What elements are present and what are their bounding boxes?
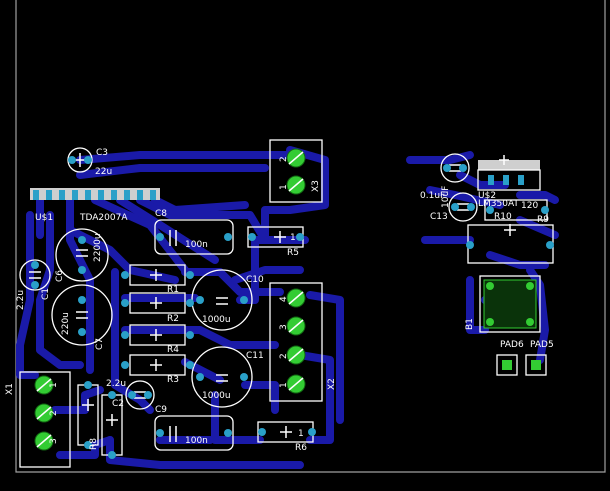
label-c9-val: 100n: [185, 436, 208, 446]
pads: [31, 156, 554, 459]
terminal-screws: [34, 148, 306, 451]
label-c6-val: 2200u: [93, 233, 103, 262]
label-x3-pin2: 2: [279, 156, 289, 162]
label-x1-pin3: 3: [49, 438, 59, 444]
label-c11-val: 1000u: [202, 391, 231, 401]
label-c9: C9: [155, 405, 167, 415]
label-r4: R4: [167, 345, 179, 355]
label-c13-val: 10uF: [441, 186, 451, 208]
label-c3: C3: [96, 148, 108, 158]
label-r10-val: 120: [521, 201, 538, 211]
label-r3: R3: [167, 375, 179, 385]
label-c3-val: 22u: [95, 167, 112, 177]
label-x2-pin3: 3: [279, 324, 289, 330]
label-us1: U$1: [35, 213, 53, 223]
label-x2-pin1: 1: [279, 382, 289, 388]
label-c10-val: 1000u: [202, 315, 231, 325]
label-r5: R5: [287, 248, 299, 258]
label-us2: U$2: [478, 191, 496, 201]
label-x3-pin1: 1: [279, 184, 289, 190]
label-x2-pin4: 4: [279, 296, 289, 302]
label-r5-pin: 1: [290, 233, 296, 243]
label-c10: C10: [246, 275, 264, 285]
label-c7-val: 220u: [61, 312, 71, 335]
label-r6: R6: [295, 443, 307, 453]
label-c8-val: 100n: [185, 240, 208, 250]
label-c2-val: 2.2u: [106, 379, 126, 389]
label-pad5: PAD5: [530, 340, 554, 350]
label-r2: R2: [167, 314, 179, 324]
label-r9: R9: [537, 215, 549, 225]
component-symbols: [29, 153, 516, 442]
label-b1: B1: [465, 318, 475, 330]
label-c13: C13: [430, 212, 448, 222]
label-c12-val: 0.1uF: [420, 191, 445, 201]
label-x2-pin2: 2: [279, 353, 289, 359]
label-r10: R10: [494, 212, 512, 222]
label-x2: X2: [327, 378, 337, 390]
label-r1: R1: [167, 285, 179, 295]
label-r6-pin: 1: [298, 429, 304, 439]
b1-bridge: [483, 279, 541, 370]
silkscreen-labels: C3 22u U$1 TDA2007A C8 100n 1 R5 C6 2200…: [5, 148, 554, 453]
label-x1: X1: [5, 383, 15, 395]
label-x3: X3: [311, 180, 321, 192]
label-r8: R8: [89, 438, 99, 450]
label-c1: C1: [41, 288, 51, 300]
label-tda: TDA2007A: [79, 213, 128, 223]
label-lm: LM350AT: [478, 199, 519, 209]
label-c1-val: 2.2u: [16, 290, 26, 310]
label-x1-pin1: 1: [49, 382, 59, 388]
label-c2: C2: [112, 399, 124, 409]
label-x1-pin2: 2: [49, 410, 59, 416]
label-c6: C6: [55, 270, 65, 282]
label-c11: C11: [246, 351, 264, 361]
label-c8: C8: [155, 209, 167, 219]
label-pad6: PAD6: [500, 340, 524, 350]
board-outline: [15, 0, 606, 473]
label-c7: C7: [95, 338, 105, 350]
